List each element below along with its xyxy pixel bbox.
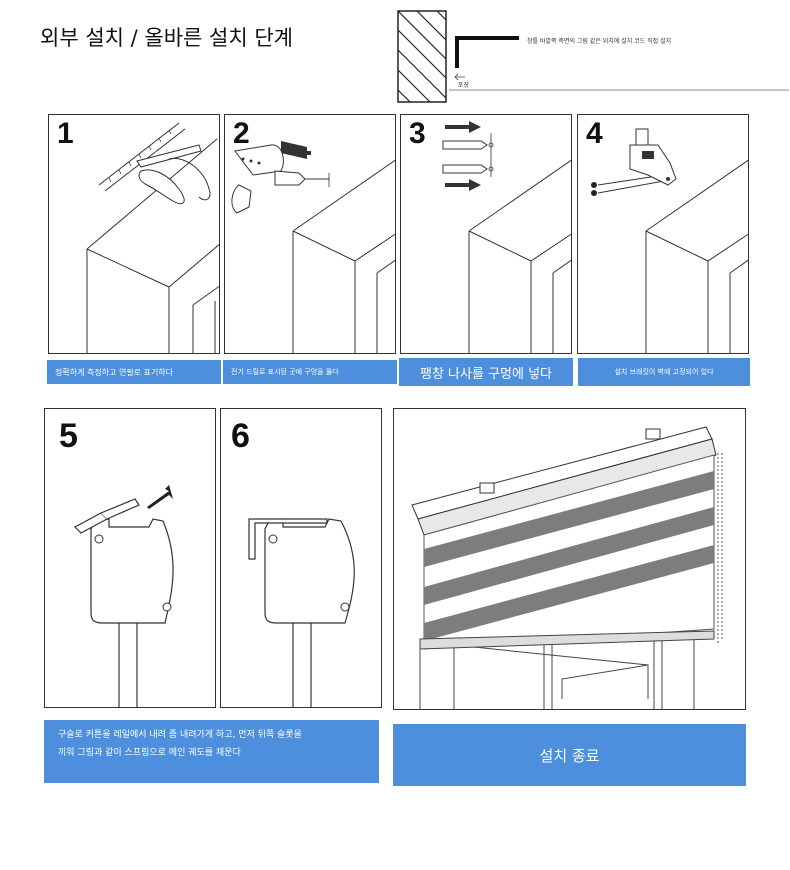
- page-title: 외부 설치 / 올바른 설치 단계: [40, 26, 293, 50]
- step-3-caption-bar: 팽창 나사를 구멍에 넣다: [399, 358, 573, 386]
- clip-insert-illustration: [74, 485, 174, 707]
- caption-line-1: 구슬로 커튼을 레일에서 내려 좀 내려가게 하고, 먼저 뒤쪽 슬롯을: [58, 730, 302, 740]
- top-note: 창틀 바깥쪽 측면의 그림 같은 위치에 설치 코드 직접 설치: [527, 38, 672, 45]
- bracket-position-diagram: [449, 30, 789, 102]
- step-5-panel: 5: [44, 408, 216, 708]
- step-1-caption-bar: 정확하게 측정하고 연필로 표기하다: [47, 360, 221, 384]
- step-4-panel: 4: [577, 114, 749, 354]
- snap-in-illustration: [248, 518, 355, 707]
- installed-blind-illustration: [411, 426, 723, 709]
- anchor-illustration: [442, 121, 571, 353]
- finish-caption-bar: 설치 종료: [393, 724, 746, 786]
- measure-illustration: [86, 122, 219, 353]
- step-number: 5: [59, 417, 78, 455]
- bracket-illustration: [591, 128, 748, 353]
- step-4-caption-bar: 설치 브래킷이 벽에 고정되어 있다: [578, 358, 750, 386]
- step-6-panel: 6: [220, 408, 382, 708]
- step-number: 2: [233, 117, 250, 150]
- step-1-panel: 1 정확하게 측정하고 연필로 표기하다: [48, 114, 220, 354]
- step-number: 4: [586, 117, 603, 150]
- steps-5-6-caption-bar: 구슬로 커튼을 레일에서 내려 좀 내려가게 하고, 먼저 뒤쪽 슬롯을 끼워 …: [44, 720, 379, 783]
- step-number: 6: [231, 417, 250, 455]
- step-3-panel: 3: [400, 114, 572, 354]
- step-2-panel: 2: [224, 114, 396, 354]
- step-number: 1: [57, 117, 74, 150]
- step-number: 3: [409, 117, 426, 150]
- drill-illustration: [231, 141, 395, 353]
- caption-line-2: 끼워 그림과 같이 스프링으로 메인 궤도를 채운다: [58, 748, 241, 758]
- wall-hatch-diagram: [397, 10, 447, 103]
- wall-label: 포장: [458, 82, 470, 89]
- step-2-caption-bar: 전기 드릴로 표시된 곳에 구멍을 뚫다: [223, 360, 397, 384]
- finished-installation-panel: [393, 408, 746, 710]
